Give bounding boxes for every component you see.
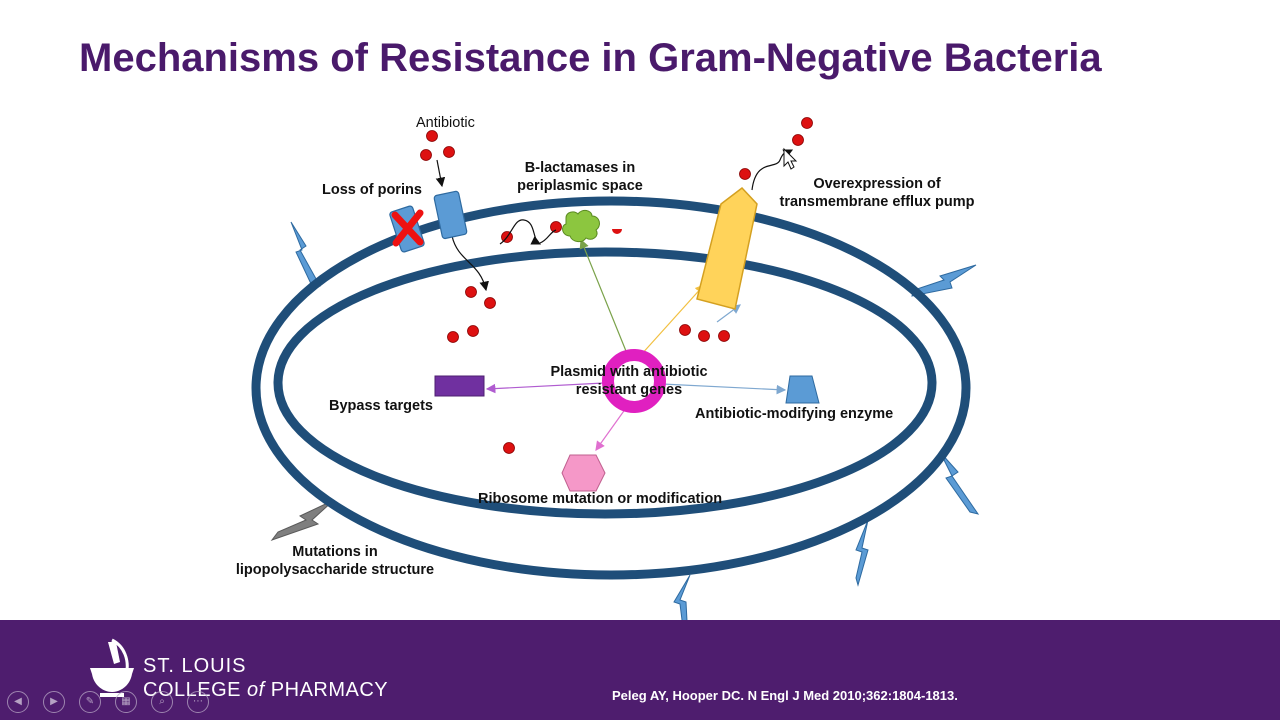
antibiotic-dot — [739, 168, 751, 180]
antibiotic-dot — [550, 221, 562, 233]
logo-line2-c: PHARMACY — [264, 679, 389, 701]
lps-spike-mutated — [270, 499, 335, 542]
prev-slide-button[interactable]: ◀ — [7, 691, 29, 713]
antibiotic-dot — [467, 325, 479, 337]
antibiotic-label: Antibiotic — [416, 115, 475, 131]
modifying-enzyme — [785, 375, 820, 404]
lps-spike-3 — [939, 451, 980, 515]
efflux-pump-label-line2: transmembrane efflux pump — [779, 194, 975, 210]
bacteria-diagram — [251, 117, 980, 620]
antibiotic-dot — [447, 331, 459, 343]
slide-title: Mechanisms of Resistance in Gram-Negativ… — [79, 36, 1102, 80]
plasmid-to-enzyme-arrow — [661, 383, 787, 395]
zoom-button[interactable]: ⌕ — [151, 691, 173, 713]
plasmid-to-efflux-arrow — [639, 284, 705, 357]
logo-line2: COLLEGE of PHARMACY — [143, 678, 388, 702]
plasmid-ring — [602, 349, 666, 413]
logo-line1: ST. LOUIS — [143, 655, 247, 677]
lps-spikes — [290, 221, 980, 620]
next-slide-button[interactable]: ▶ — [43, 691, 65, 713]
bypass-target — [434, 375, 485, 397]
loss-of-porins-label: Loss of porins — [322, 182, 422, 198]
outer-membrane — [251, 196, 971, 580]
mouse-cursor-icon — [783, 147, 798, 170]
logo-line2-of: of — [247, 679, 265, 701]
lps-spike-5 — [673, 574, 691, 620]
lps-spike-4 — [855, 519, 869, 587]
modifying-enzyme-label: Antibiotic-modifying enzyme — [695, 406, 894, 422]
efflux-pump-label-line1: Overexpression of — [813, 176, 941, 192]
antibiotic-dot — [465, 286, 477, 298]
antibiotic-dot — [484, 297, 496, 309]
lps-spike-1 — [290, 221, 321, 287]
periplasm-arrow-1 — [499, 219, 542, 245]
plasmid-label-line1: Plasmid with antibiotic — [550, 364, 708, 380]
inner-membrane — [273, 247, 937, 519]
citation: Peleg AY, Hooper DC. N Engl J Med 2010;3… — [612, 688, 958, 703]
college-logo-text: ST. LOUIS COLLEGE of PHARMACY — [143, 654, 388, 702]
plasmid-label: Plasmid with antibiotic resistant genes — [536, 363, 722, 399]
antibiotic-dot — [698, 330, 710, 342]
bypass-targets-label: Bypass targets — [329, 398, 433, 414]
plasmid-to-blactamase-arrow — [579, 238, 629, 357]
antibiotic-dot — [718, 330, 730, 342]
b-lactamase-enzyme — [562, 209, 600, 243]
antibiotic-dot — [503, 442, 515, 454]
ribosome-label: Ribosome mutation or modification — [478, 491, 723, 507]
red-cross-icon — [391, 209, 424, 247]
porin-exit-arrow — [451, 235, 489, 292]
antibiotic-dot — [443, 146, 455, 158]
plasmid-label-line2: resistant genes — [575, 382, 683, 398]
lps-label-line1: Mutations in — [292, 544, 378, 560]
plasmid-to-bypass-arrow — [485, 382, 605, 394]
porin-lost — [389, 205, 425, 253]
antibiotic-dot — [801, 117, 813, 129]
mortar-pestle-logo-icon — [90, 638, 134, 697]
porin-normal — [433, 190, 468, 240]
antibiotic-entry-arrow — [435, 159, 446, 188]
antibiotic-dot — [426, 130, 438, 142]
footer-bar — [0, 620, 1280, 720]
lps-label-line2: lipopolysaccharide structure — [235, 562, 435, 578]
pen-tool-button[interactable]: ✎ — [79, 691, 101, 713]
degraded-antibiotic — [612, 229, 622, 234]
antibiotic-dot — [420, 149, 432, 161]
efflux-exit-arrow — [751, 149, 794, 191]
ribosome — [561, 454, 606, 492]
efflux-pump-label: Overexpression of transmembrane efflux p… — [764, 175, 990, 211]
lps-mutation-label: Mutations in lipopolysaccharide structur… — [222, 543, 448, 579]
periplasm-arrow-2 — [539, 229, 557, 244]
plasmid-to-ribosome-arrow — [595, 407, 627, 451]
antibiotic-molecules — [420, 117, 813, 454]
slides-overview-button[interactable]: ▦ — [115, 691, 137, 713]
more-options-button[interactable]: ⋯ — [187, 691, 209, 713]
efflux-intake-arrow — [716, 304, 741, 323]
antibiotic-dot — [679, 324, 691, 336]
efflux-pump — [696, 186, 758, 310]
b-lactamases-label: B-lactamases in periplasmic space — [505, 159, 655, 195]
b-lactamases-label-line2: periplasmic space — [517, 178, 643, 194]
antibiotic-dot — [792, 134, 804, 146]
b-lactamases-label-line1: B-lactamases in — [524, 160, 636, 176]
